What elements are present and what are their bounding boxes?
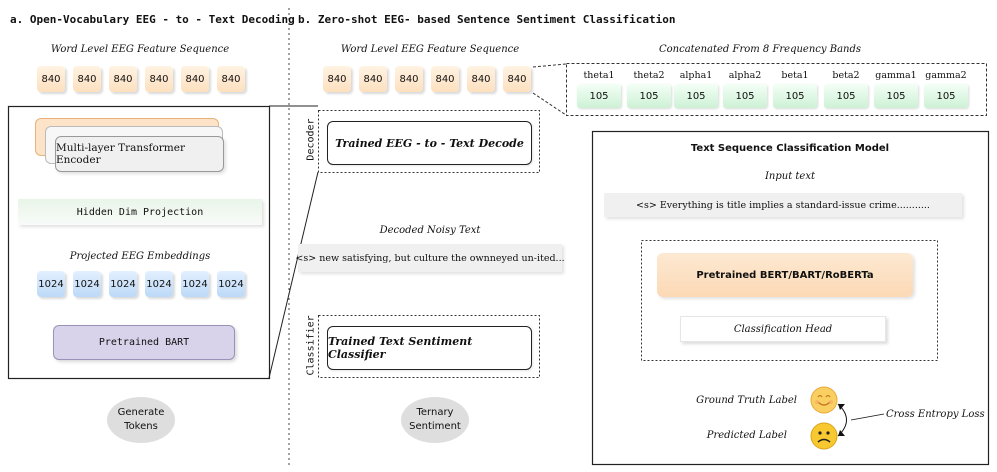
band-label: gamma2	[925, 70, 967, 81]
embedding-token: 1024	[109, 271, 137, 297]
pretrained-model-box: Pretrained BERT/BART/RoBERTa	[657, 253, 913, 297]
band-value: 105	[824, 84, 868, 108]
input-text-label: Input text	[764, 171, 816, 182]
band-label: theta1	[583, 70, 615, 81]
embedding-token: 1024	[217, 271, 245, 297]
band-link-top	[532, 63, 567, 68]
band-label: gamma1	[875, 70, 917, 81]
panel-b-title: b. Zero-shot EEG- based Sentence Sentime…	[298, 13, 676, 26]
embedding-token: 1024	[145, 271, 173, 297]
arrowhead-top	[838, 404, 845, 410]
feature-token: 840	[431, 66, 459, 92]
feature-token: 840	[37, 66, 65, 92]
embedding-token: 1024	[73, 271, 101, 297]
hidden-dim-projection-box: Hidden Dim Projection	[18, 199, 262, 225]
arrowhead-bottom	[838, 430, 845, 436]
feature-token: 840	[395, 66, 423, 92]
panel-a-feature-seq-label: Word Level EEG Feature Sequence	[50, 44, 230, 55]
band-label: alpha1	[679, 70, 713, 81]
classifier-frame	[318, 315, 540, 378]
band-value: 105	[674, 84, 718, 108]
noisy-text-label: Decoded Noisy Text	[379, 225, 481, 236]
noisy-text-box: <s> new satisfying, but culture the ownn…	[295, 244, 565, 272]
feature-token: 840	[503, 66, 531, 92]
input-text-box: <s> Everything is title implies a standa…	[604, 193, 962, 217]
embedding-token: 1024	[37, 271, 65, 297]
sad-face-icon	[810, 422, 838, 450]
pretrained-inner-frame	[641, 240, 938, 361]
band-label: theta2	[633, 70, 665, 81]
bands-frame	[566, 63, 987, 116]
classification-head-box: Classification Head	[680, 316, 886, 342]
loss-pointer-line	[850, 413, 885, 421]
panel-b-feature-seq-label: Word Level EEG Feature Sequence	[340, 44, 520, 55]
decoder-frame	[318, 110, 540, 173]
feature-token: 840	[73, 66, 101, 92]
feature-token: 840	[109, 66, 137, 92]
happy-face-icon	[810, 386, 838, 414]
band-value: 105	[874, 84, 918, 108]
feature-token: 840	[467, 66, 495, 92]
bands-title: Concatenated From 8 Frequency Bands	[658, 44, 862, 55]
classification-model-frame	[591, 130, 990, 466]
transformer-encoder-box: Multi-layer Transformer Encoder	[55, 136, 224, 172]
band-label: beta2	[832, 70, 860, 81]
pretrained-bart-box: Pretrained BART	[53, 325, 235, 360]
cross-entropy-loss-label: Cross Entropy Loss	[886, 409, 985, 420]
encoder-frame	[7, 105, 271, 380]
loss-curve-arrow	[837, 403, 847, 437]
generate-tokens-line2: Tokens	[124, 421, 158, 432]
predicted-label: Predicted Label	[706, 430, 787, 441]
classification-model-title: Text Sequence Classification Model	[690, 143, 890, 154]
embeddings-label: Projected EEG Embeddings	[69, 251, 211, 262]
trained-decoder-box: Trained EEG - to - Text Decode	[327, 121, 532, 165]
band-value: 105	[627, 84, 671, 108]
classifier-side-label: Classifier	[305, 315, 317, 376]
band-value: 105	[723, 84, 767, 108]
feature-token: 840	[359, 66, 387, 92]
feature-token: 840	[145, 66, 173, 92]
band-value: 105	[773, 84, 817, 108]
band-link-bottom	[532, 92, 567, 116]
ternary-sentiment-line2: Sentiment	[409, 421, 461, 432]
embedding-token: 1024	[181, 271, 209, 297]
band-value: 105	[924, 84, 968, 108]
decoder-side-label: Decoder	[305, 118, 317, 161]
trained-classifier-box: Trained Text Sentiment Classifier	[327, 326, 532, 370]
panel-a-title: a. Open-Vocabulary EEG - to - Text Decod…	[10, 13, 295, 26]
band-label: beta1	[781, 70, 809, 81]
ground-truth-label: Ground Truth Label	[696, 395, 797, 406]
band-label: alpha2	[728, 70, 762, 81]
feature-token: 840	[323, 66, 351, 92]
funnel-bottom-line	[268, 171, 319, 379]
generate-tokens-line1: Generate	[117, 407, 165, 418]
band-value: 105	[577, 84, 621, 108]
feature-token: 840	[217, 66, 245, 92]
ternary-sentiment-line1: Ternary	[416, 407, 454, 418]
feature-token: 840	[181, 66, 209, 92]
